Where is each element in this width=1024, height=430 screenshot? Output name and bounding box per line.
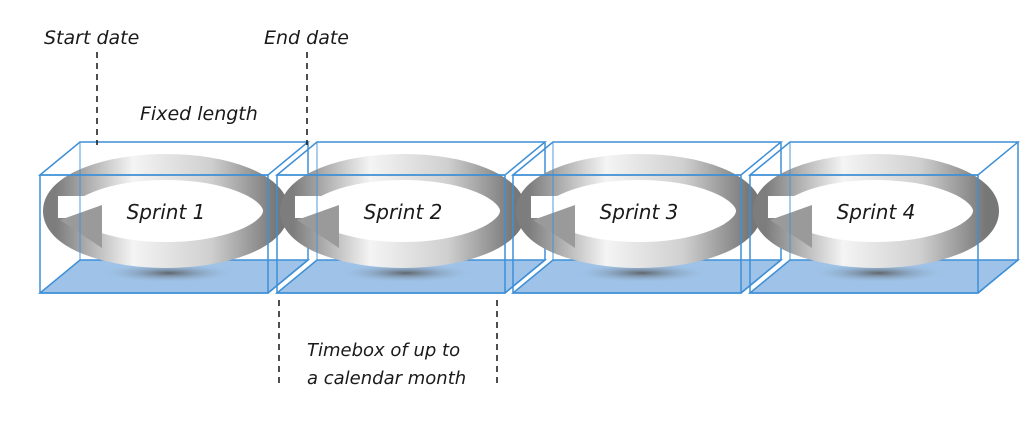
ring-shadow [809,263,949,283]
sprint-boxes: Sprint 1 Sprint 2 Sprint 3 Sprint 4 [37,141,1021,294]
circular-arrow-icon [516,154,762,268]
ring-shadow [99,263,239,283]
arrowhead-icon [297,205,339,248]
fixed-length-label: Fixed length [140,103,258,125]
sprint-label-3: Sprint 3 [600,200,679,224]
sprint-box-1: Sprint 1 [37,141,311,294]
circular-arrow-icon [753,154,999,268]
sprint-box-4: Sprint 4 [747,141,1021,294]
sprint-box-3: Sprint 3 [510,141,784,294]
ring-shadow [336,263,476,283]
timebox-label-line1: Timebox of up to [307,340,460,361]
end-date-label: End date [264,27,349,49]
sprint-box-2: Sprint 2 [274,141,548,294]
ring-shadow [572,263,712,283]
box-side-edge [977,142,1019,294]
sprint-label-4: Sprint 4 [837,200,916,224]
timebox-label-line2: a calendar month [307,368,466,389]
sprint-label-2: Sprint 2 [364,200,443,224]
arrowhead-icon [770,205,812,248]
arrowhead-icon [60,205,102,248]
start-date-label: Start date [44,27,139,49]
arrowhead-icon [533,205,575,248]
circular-arrow-icon [43,154,289,268]
sprint-label-1: Sprint 1 [127,200,206,224]
